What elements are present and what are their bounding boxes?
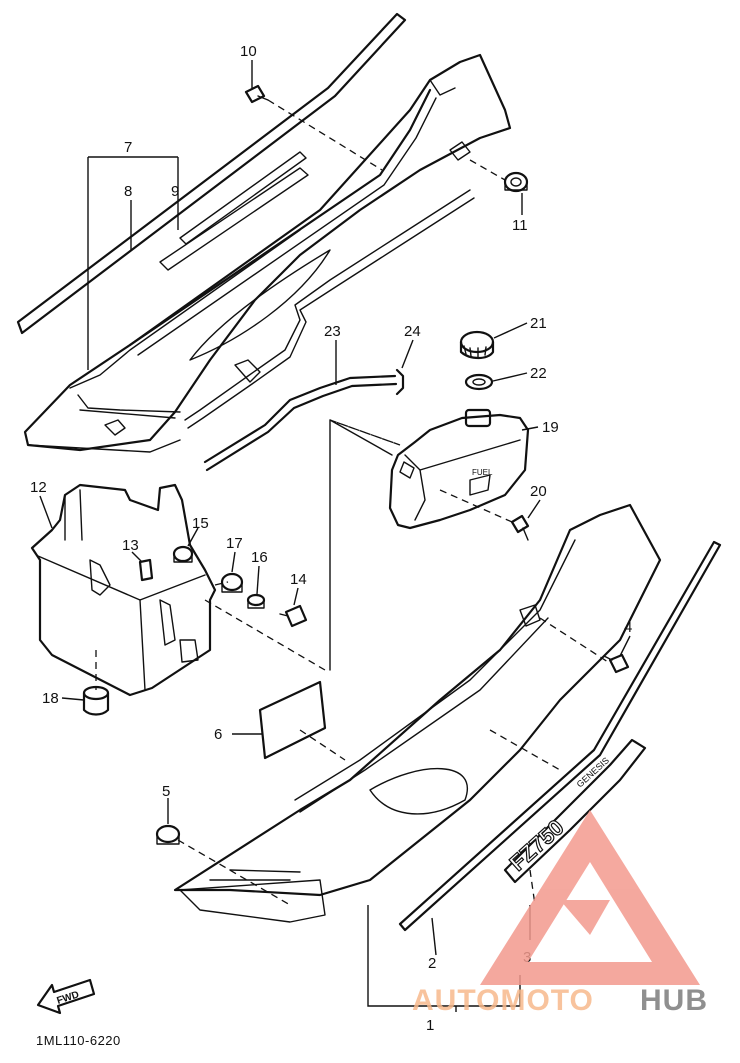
lower-side-cover xyxy=(173,503,662,923)
callout-4: 4 xyxy=(624,619,632,636)
assembly-line-tank xyxy=(329,419,401,446)
collar-16 xyxy=(246,593,266,609)
assembly-line-tank-bolt xyxy=(439,489,513,523)
callout-5: 5 xyxy=(162,783,170,800)
tank-reference-frame xyxy=(329,419,393,671)
leader-21 xyxy=(493,322,528,339)
fuel-cap-21 xyxy=(459,330,495,360)
frame-rail xyxy=(128,88,432,347)
forward-arrow: FWD xyxy=(36,978,96,1015)
callout-9: 9 xyxy=(171,183,179,200)
upper-cover-bracket xyxy=(234,359,261,383)
leader-16 xyxy=(256,565,260,595)
grommet-11 xyxy=(503,171,529,193)
callout-24: 24 xyxy=(404,323,421,340)
grommet-17 xyxy=(220,572,244,593)
battery-box xyxy=(30,483,217,697)
assembly-line-11 xyxy=(469,159,506,181)
callout-20: 20 xyxy=(530,483,547,500)
upper-strip-emblem xyxy=(159,167,309,271)
fuel-tank-reservoir: FUEL xyxy=(388,408,530,530)
clip-13 xyxy=(138,558,154,582)
callout-14: 14 xyxy=(290,571,307,588)
fuel-word-marking: FUEL xyxy=(472,468,493,477)
frame-tube-2 xyxy=(187,197,475,429)
hose-clip xyxy=(395,368,405,396)
leader-22 xyxy=(492,372,528,382)
assembly-line-box xyxy=(204,599,326,671)
callout-15: 15 xyxy=(192,515,209,532)
upper-strip-emblem-2 xyxy=(179,151,307,245)
callout-2: 2 xyxy=(428,955,436,972)
assembly-line-10 xyxy=(267,99,383,171)
leader-19 xyxy=(521,426,539,431)
callout-10: 10 xyxy=(240,43,257,60)
nut-15 xyxy=(172,545,194,563)
plate-6 xyxy=(258,680,327,760)
leader-2 xyxy=(431,917,437,956)
assembly-line-cover xyxy=(299,729,346,761)
leader-24 xyxy=(401,339,414,369)
callout-7: 7 xyxy=(124,139,132,156)
watermark-text-primary: AUTOMOTO xyxy=(412,984,594,1017)
leader-15 xyxy=(187,527,199,547)
callout-22: 22 xyxy=(530,365,547,382)
callout-19: 19 xyxy=(542,419,559,436)
overflow-hose-2 xyxy=(205,382,398,472)
assembly-line-4 xyxy=(539,617,609,663)
leader-7 xyxy=(87,156,179,370)
diagram-reference-code: 1ML110-6220 xyxy=(36,1033,121,1048)
assembly-line-2 xyxy=(489,729,561,771)
callout-8: 8 xyxy=(124,183,132,200)
damper-18 xyxy=(82,685,110,716)
grommet-5 xyxy=(155,824,181,845)
callout-1: 1 xyxy=(426,1017,434,1034)
callout-17: 17 xyxy=(226,535,243,552)
bolt-10 xyxy=(244,84,269,104)
assembly-line-17 xyxy=(214,581,229,586)
bolt-4 xyxy=(603,653,630,674)
lower-trim-strip xyxy=(398,540,722,932)
callout-16: 16 xyxy=(251,549,268,566)
leader-13 xyxy=(131,551,143,563)
bolt-20 xyxy=(510,514,530,541)
callout-12: 12 xyxy=(30,479,47,496)
callout-13: 13 xyxy=(122,537,139,554)
upper-trim-strip xyxy=(16,12,407,335)
frame-rail-inner xyxy=(137,97,437,356)
leader-12 xyxy=(39,495,53,529)
assembly-line-5 xyxy=(177,839,291,906)
leader-18 xyxy=(61,697,85,701)
watermark-logo: AUTOMOTO HUB xyxy=(412,810,708,1017)
watermark-text-secondary: HUB xyxy=(640,984,708,1017)
gasket-22 xyxy=(464,373,494,391)
upper-side-cover xyxy=(23,53,512,453)
frame-tube xyxy=(184,189,471,421)
forward-label: FWD xyxy=(56,989,81,1007)
leader-1 xyxy=(367,905,521,1012)
leader-17 xyxy=(231,551,236,573)
bolt-14 xyxy=(279,604,308,628)
callout-6: 6 xyxy=(214,726,222,743)
callout-23: 23 xyxy=(324,323,341,340)
callout-11: 11 xyxy=(512,217,528,234)
callout-labels: 1 2 3 4 5 6 7 8 9 10 11 12 13 14 15 16 1… xyxy=(30,43,632,1034)
callout-18: 18 xyxy=(42,690,59,707)
leader-14 xyxy=(293,587,299,606)
callout-21: 21 xyxy=(530,315,547,332)
watermark-triangle xyxy=(480,810,700,985)
leader-20 xyxy=(527,499,541,519)
overflow-hose xyxy=(203,374,397,464)
leader-4 xyxy=(619,635,631,657)
